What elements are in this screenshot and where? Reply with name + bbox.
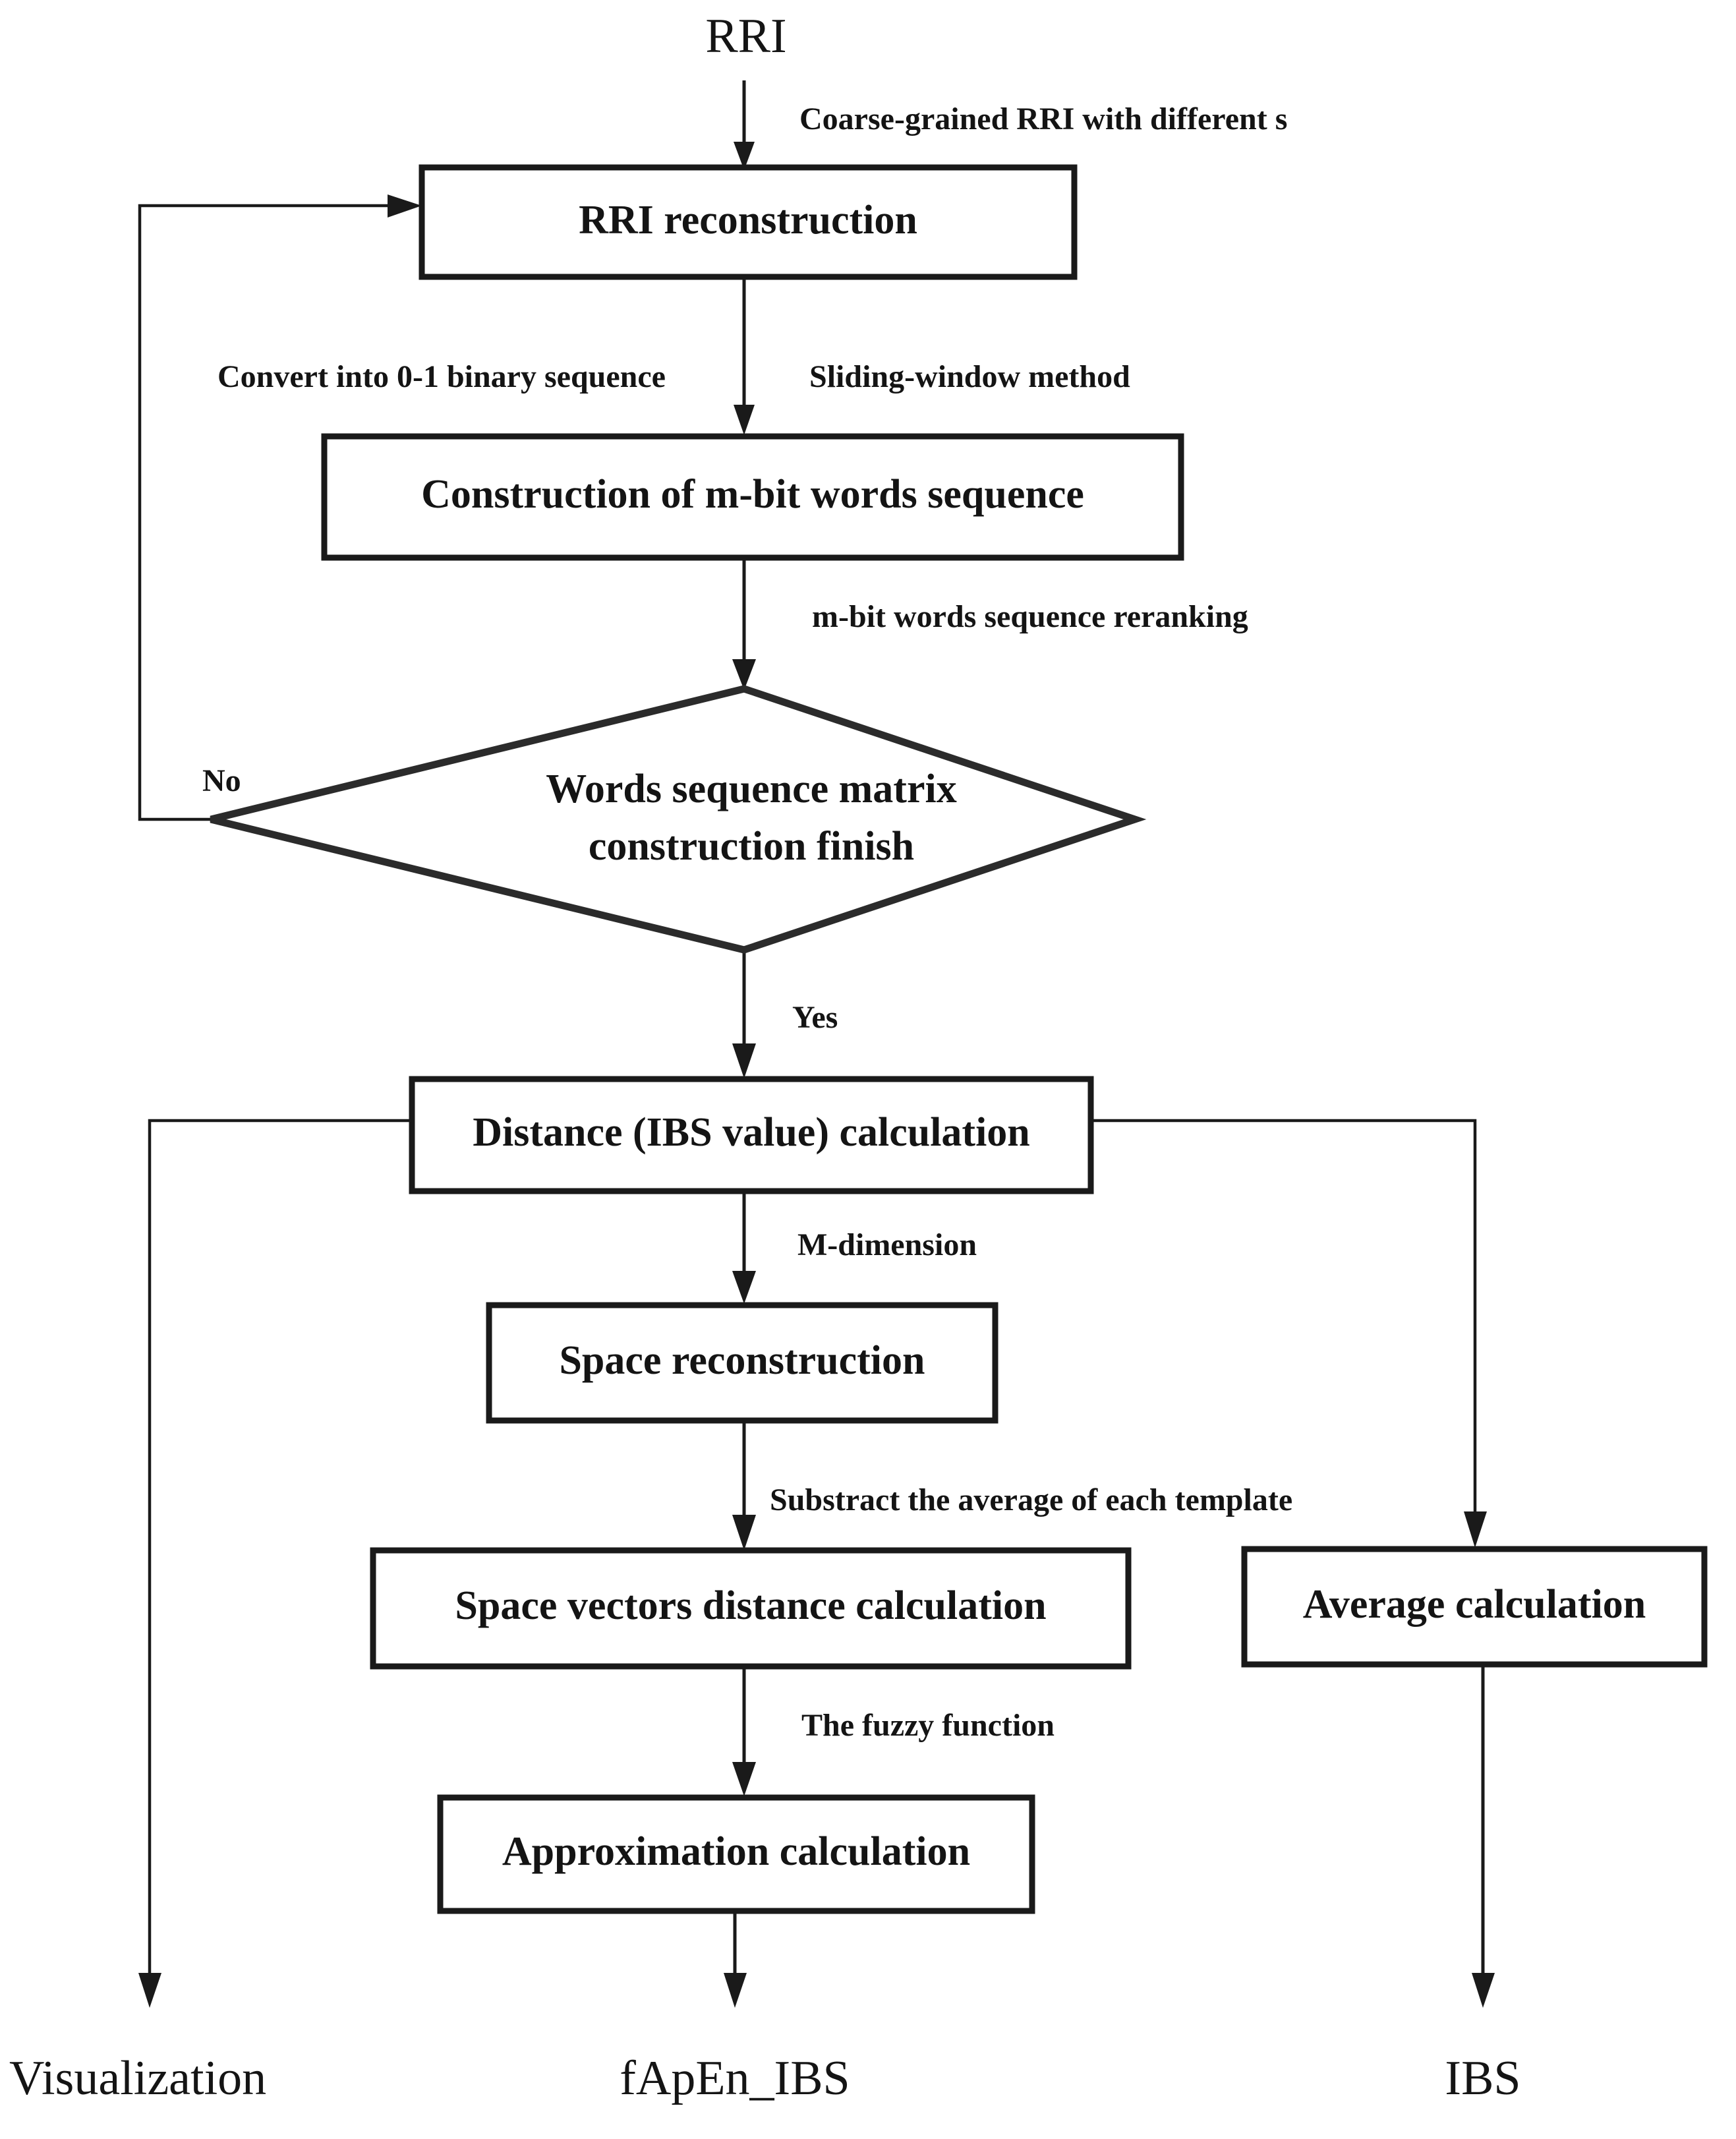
terminal-label-fapen-ibs: fApEn_IBS	[620, 2051, 850, 2105]
node-label-distance-ibs-calculation: Distance (IBS value) calculation	[473, 1110, 1030, 1155]
node-label-rri-reconstruction: RRI reconstruction	[579, 198, 917, 243]
edge-average-to-ibs	[1472, 1664, 1495, 2008]
edge-distance-to-visualization	[138, 1119, 412, 2008]
node-m-bit-words-sequence[interactable]: Construction of m-bit words sequence	[321, 433, 1184, 561]
edge-label-substract-average: Substract the average of each template	[770, 1482, 1292, 1517]
edge-approximation-to-fapen	[724, 1912, 747, 2008]
edge-label-yes: Yes	[792, 1000, 838, 1035]
edge-rri-to-reconstruction	[734, 80, 755, 170]
edge-label-reranking: m-bit words sequence reranking	[812, 599, 1248, 634]
node-label-decision-line1: Words sequence matrix	[546, 767, 956, 811]
node-approximation-calculation[interactable]: Approximation calculation	[437, 1794, 1035, 1914]
node-distance-ibs-calculation[interactable]: Distance (IBS value) calculation	[409, 1076, 1094, 1194]
edge-label-m-dimension: M-dimension	[797, 1227, 977, 1262]
node-space-vectors-distance-calculation[interactable]: Space vectors distance calculation	[370, 1547, 1132, 1670]
node-words-sequence-matrix-decision[interactable]: Words sequence matrix construction finis…	[210, 685, 1147, 954]
edge-mbit-to-decision	[732, 557, 756, 690]
node-label-space-vectors-distance-calculation: Space vectors distance calculation	[455, 1583, 1046, 1628]
edge-label-coarse-grained: Coarse-grained RRI with different s	[799, 102, 1287, 136]
edge-distance-to-average	[1091, 1119, 1487, 1548]
edge-label-sliding-window: Sliding-window method	[809, 359, 1130, 394]
node-label-approximation-calculation: Approximation calculation	[502, 1829, 970, 1874]
edge-label-fuzzy-function: The fuzzy function	[801, 1708, 1055, 1743]
edge-decision-no-loop	[138, 194, 422, 821]
edge-distance-to-space-reconstruction	[732, 1191, 756, 1304]
node-space-reconstruction[interactable]: Space reconstruction	[486, 1302, 998, 1424]
edge-reconstruction-to-mbit	[734, 277, 755, 435]
node-average-calculation[interactable]: Average calculation	[1241, 1546, 1708, 1668]
edge-label-convert-binary: Convert into 0-1 binary sequence	[217, 359, 666, 394]
node-label-m-bit-words-sequence: Construction of m-bit words sequence	[421, 472, 1084, 517]
node-label-space-reconstruction: Space reconstruction	[559, 1338, 925, 1383]
node-rri-reconstruction[interactable]: RRI reconstruction	[419, 164, 1078, 280]
terminal-label-visualization: Visualization	[9, 2051, 266, 2105]
edge-decision-yes	[732, 951, 756, 1078]
edge-space-reconstruction-to-vectors	[732, 1421, 756, 1550]
edge-vectors-to-approximation	[732, 1666, 756, 1796]
edge-label-no: No	[202, 763, 241, 798]
node-label-average-calculation: Average calculation	[1303, 1582, 1646, 1627]
node-label-decision-line2: construction finish	[589, 824, 914, 869]
terminal-label-ibs: IBS	[1445, 2051, 1520, 2105]
node-label-rri-source: RRI	[705, 9, 786, 63]
